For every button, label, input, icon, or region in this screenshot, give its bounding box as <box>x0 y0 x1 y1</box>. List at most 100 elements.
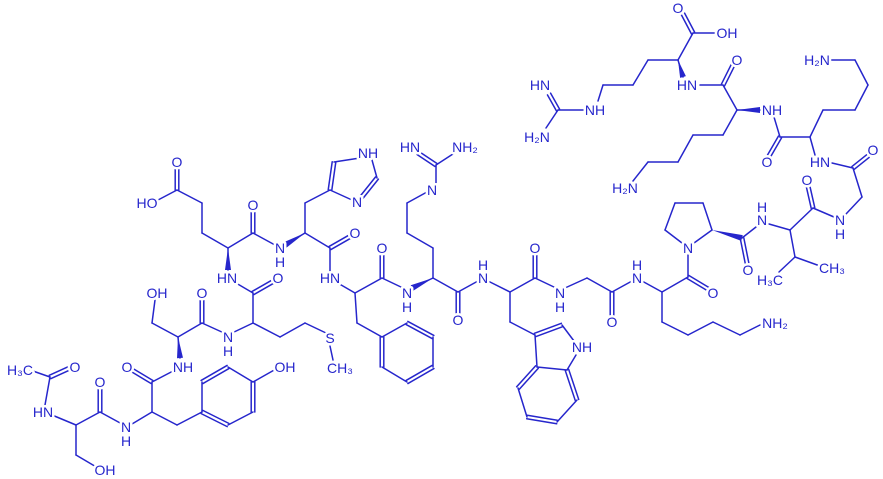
atom-label: NH <box>762 102 782 118</box>
atom-label: O <box>802 172 813 188</box>
atom-label: NH <box>358 145 378 161</box>
bond <box>432 277 459 293</box>
bond <box>693 229 713 244</box>
bond <box>329 345 334 361</box>
atom-label: HN <box>400 139 420 155</box>
bond <box>151 411 178 426</box>
bond <box>517 387 528 418</box>
atom-label: NH <box>572 339 592 355</box>
bond <box>845 196 863 215</box>
bond <box>131 411 153 425</box>
bond <box>536 366 568 371</box>
bond <box>251 278 274 293</box>
bond <box>227 366 254 383</box>
bond <box>741 226 757 239</box>
bond <box>151 299 156 324</box>
atom-label: O <box>868 142 879 158</box>
atom-label: O <box>732 52 743 68</box>
atom-label: N <box>223 329 233 345</box>
bond <box>75 454 99 469</box>
bond <box>720 63 733 85</box>
bond <box>722 109 738 136</box>
atom-label: N <box>478 270 488 286</box>
bond <box>854 59 869 86</box>
bond <box>416 153 436 168</box>
bond <box>48 364 73 377</box>
bond <box>354 277 383 294</box>
bond <box>235 282 254 294</box>
bond <box>509 277 536 293</box>
atom-label: H₂N <box>804 52 830 68</box>
atom-label: H <box>121 433 131 449</box>
bond <box>556 399 578 423</box>
bond <box>852 167 863 198</box>
atom-label: O <box>350 225 361 241</box>
bond <box>549 92 561 110</box>
atom-label: O <box>673 0 684 16</box>
bond <box>641 280 663 293</box>
atom-label: HN <box>810 154 830 170</box>
atom-label: O <box>377 240 388 256</box>
stereo-wedge-bond <box>283 233 305 248</box>
bond <box>768 223 791 231</box>
bond <box>252 368 277 383</box>
bond <box>227 411 254 426</box>
bonds <box>29 12 870 469</box>
atom-label: O <box>95 374 106 390</box>
bond <box>534 334 538 368</box>
bond <box>789 229 796 258</box>
bond <box>743 236 750 264</box>
atom-label: N <box>683 240 693 256</box>
bond <box>328 233 351 248</box>
bond <box>664 229 683 244</box>
bond <box>29 369 51 378</box>
atom-label: H <box>275 254 285 270</box>
stereo-wedge-bond <box>737 107 760 113</box>
atom-label: N <box>427 182 437 198</box>
atom-label: O <box>453 312 464 328</box>
bond <box>132 367 154 382</box>
bond <box>252 232 276 246</box>
atom-label: O <box>248 197 259 213</box>
bond <box>356 322 383 338</box>
bond <box>794 256 821 267</box>
bond <box>809 109 824 138</box>
bond <box>304 232 331 249</box>
bond <box>200 412 228 428</box>
stereo-wedge-bond <box>177 337 183 359</box>
bond <box>407 367 435 385</box>
bond <box>546 94 558 112</box>
atom-label: HO <box>137 195 158 211</box>
bond <box>566 354 577 371</box>
bond <box>854 84 869 111</box>
bond <box>331 161 337 192</box>
bond <box>632 161 649 182</box>
bond <box>354 292 358 324</box>
atom-label: H <box>478 257 488 273</box>
bond <box>75 411 101 426</box>
atom-label: O <box>530 240 541 256</box>
bond <box>405 323 433 340</box>
bond <box>381 322 408 338</box>
bond <box>809 136 816 156</box>
bond <box>509 321 536 336</box>
bond <box>677 134 694 163</box>
bond <box>51 414 77 426</box>
bond <box>789 207 814 231</box>
bond <box>361 178 380 200</box>
bond <box>525 418 558 425</box>
bond <box>680 14 693 35</box>
bond <box>151 369 176 383</box>
bond <box>202 409 230 425</box>
bond <box>534 277 557 289</box>
bond <box>812 207 835 218</box>
bond <box>407 320 435 337</box>
atom-label: H₂N <box>524 129 550 145</box>
bond <box>330 236 353 251</box>
bond <box>683 12 696 33</box>
bond <box>335 281 356 294</box>
bond <box>564 277 588 289</box>
atom-label: NH <box>173 359 193 375</box>
bond <box>739 237 746 265</box>
